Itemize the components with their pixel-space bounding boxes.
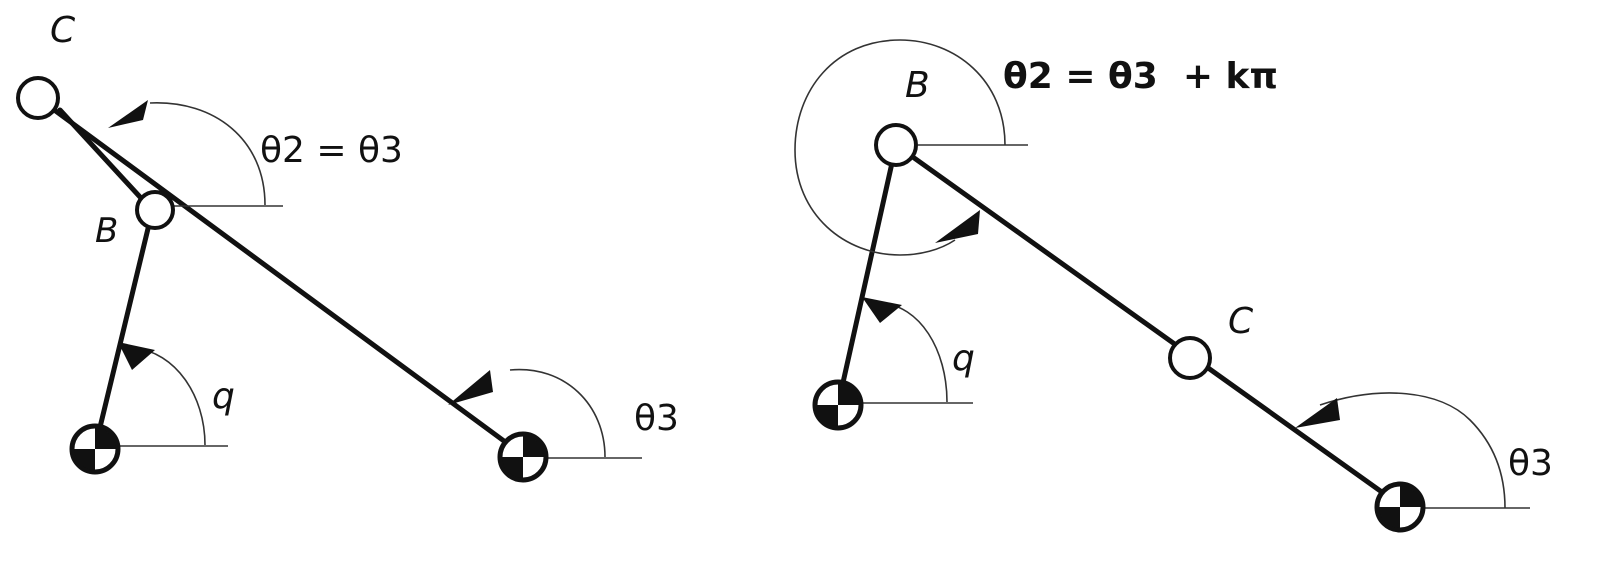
- right-crank-link: [835, 142, 899, 408]
- ground-pivot-icon: [815, 382, 861, 428]
- arrowhead-icon: [1295, 398, 1340, 428]
- left-configuration: C B q θ3 θ2 = θ3: [16, 10, 679, 480]
- left-crank-link: [92, 209, 155, 451]
- left-rocker-link: [35, 95, 526, 458]
- ground-pivot-icon: [1377, 484, 1423, 530]
- left-arc-q: [133, 347, 206, 446]
- arrowhead-icon: [108, 100, 148, 128]
- left-joint-c: [16, 76, 60, 120]
- right-label-theta3: θ3: [1508, 443, 1553, 484]
- right-arc-q: [879, 302, 948, 403]
- left-joint-b: [135, 190, 175, 230]
- arrowhead-icon: [448, 370, 493, 405]
- left-arc-theta3: [509, 368, 606, 458]
- arrowhead-icon: [118, 342, 155, 370]
- left-arc-theta2: [149, 102, 266, 206]
- ground-pivot-icon: [500, 434, 546, 480]
- ground-pivot-icon: [72, 426, 118, 472]
- left-label-q: q: [212, 376, 235, 417]
- left-label-theta3: θ3: [634, 398, 679, 439]
- arrowhead-icon: [935, 210, 980, 243]
- right-joint-c: [1168, 336, 1212, 380]
- right-arc-theta2-full: [794, 39, 1006, 256]
- left-equation: θ2 = θ3: [260, 130, 403, 171]
- right-arc-theta3: [1319, 392, 1506, 509]
- left-coupler-link: [57, 107, 155, 213]
- right-label-q: q: [952, 338, 975, 379]
- left-label-c: C: [50, 10, 76, 51]
- right-joint-b: [874, 123, 918, 167]
- right-configuration: B C q θ3 θ2 = θ3 + kπ: [794, 39, 1553, 530]
- right-label-c: C: [1228, 301, 1254, 342]
- right-rocker-link: [893, 142, 1403, 508]
- left-label-b: B: [95, 211, 118, 251]
- arrowhead-icon: [862, 297, 902, 323]
- right-equation: θ2 = θ3 + kπ: [1003, 56, 1278, 97]
- right-label-b: B: [905, 65, 930, 106]
